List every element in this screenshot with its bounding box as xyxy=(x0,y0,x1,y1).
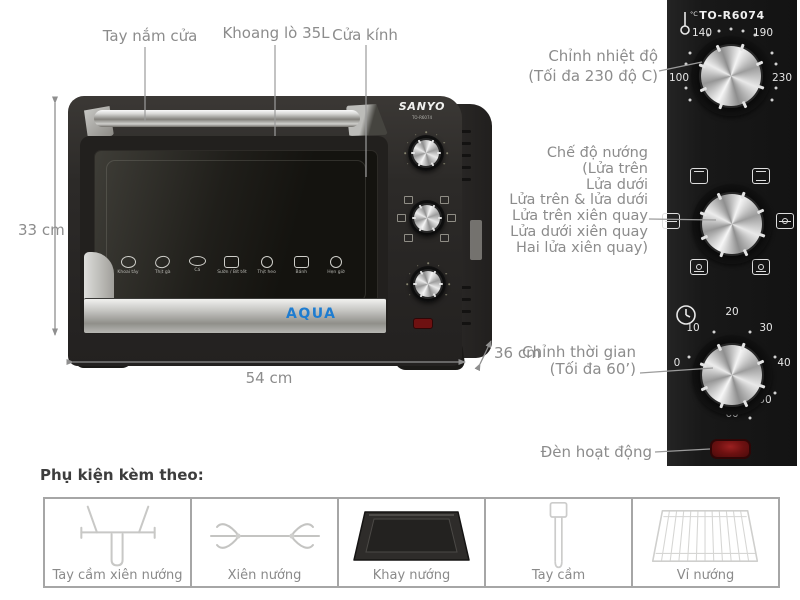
timer-label-0: 0 xyxy=(673,357,681,369)
clock-icon xyxy=(676,305,696,325)
mode-icon-bottom-rotisserie xyxy=(690,259,708,275)
width-dimension-label: 54 cm xyxy=(245,369,293,387)
oven-indicator-light xyxy=(413,318,433,329)
door-menu-item: Hẹn giờ xyxy=(320,256,352,286)
door-menu-item: Cá xyxy=(181,256,213,286)
panel-timer-knob-cap[interactable] xyxy=(699,342,765,408)
door-handle-callout: Tay nắm cửa xyxy=(102,27,198,45)
timer-clock-icon xyxy=(329,256,342,268)
door-trim-bottom: AQUA xyxy=(84,298,386,333)
door-menu-item: Thịt heo xyxy=(251,256,283,286)
oven-temperature-knob-cap[interactable] xyxy=(411,139,441,167)
mode-callout: Chế độ nướng (Lửa trên Lửa dưới Lửa trên… xyxy=(509,145,648,256)
svg-text:°C: °C xyxy=(690,10,698,18)
baking-tray-icon xyxy=(352,510,470,561)
wire-rack-icon xyxy=(651,509,758,562)
accessory-box: Vỉ nướng xyxy=(631,497,780,588)
timer-label-10: 10 xyxy=(686,322,700,334)
panel-mode-knob-cap[interactable] xyxy=(699,191,765,257)
mode-icon-top-heat xyxy=(690,168,708,184)
accessories-title: Phụ kiện kèm theo: xyxy=(40,466,204,484)
fish-icon xyxy=(188,256,206,266)
rotisserie-skewer-icon xyxy=(209,522,320,549)
spec-sticker xyxy=(470,220,482,260)
mode-icon-both-rotisserie xyxy=(776,213,794,229)
indicator-callout: Đèn hoạt động xyxy=(540,443,652,461)
sanyo-logo: SANYO xyxy=(398,100,446,113)
temp-label-190: 190 xyxy=(752,27,774,39)
door-menu-item: Khoai tây xyxy=(112,256,144,286)
oven-door-handle xyxy=(94,110,360,127)
panel-temperature-knob-cap[interactable] xyxy=(698,43,764,109)
mode-icon-bottom-heat xyxy=(752,168,770,184)
height-dimension-label: 33 cm xyxy=(18,221,65,239)
cavity-callout: Khoang lò 35L xyxy=(222,24,330,42)
tray-handle-icon xyxy=(549,501,567,568)
potato-icon xyxy=(120,256,136,268)
oven-timer-knob-cap[interactable] xyxy=(413,270,443,298)
pork-icon xyxy=(260,256,273,268)
panel-indicator-light xyxy=(710,439,751,459)
temp-label-230: 230 xyxy=(771,72,793,84)
timer-label-40: 40 xyxy=(777,357,791,369)
accessory-box: Xiên nướng xyxy=(190,497,339,588)
ribs-icon xyxy=(224,256,240,268)
door-menu-item: Thịt gà xyxy=(147,253,179,286)
temperature-callout: Chỉnh nhiệt độ (Tối đa 230 độ C) xyxy=(528,47,658,85)
oven-model-text: TO-R6074 xyxy=(411,115,433,120)
mode-icon-dual-rotisserie xyxy=(752,259,770,275)
mode-icon-top-rotisserie xyxy=(662,213,680,229)
thermometer-icon: °C xyxy=(680,10,698,35)
accessory-box: Tay cầm xiên nướng xyxy=(43,497,192,588)
temp-label-140: 140 xyxy=(691,27,713,39)
timer-callout: Chỉnh thời gian (Tối đa 60’) xyxy=(522,343,636,378)
oven-door-glass xyxy=(94,150,378,312)
door-trim-left xyxy=(84,252,114,302)
accessory-box: Khay nướng xyxy=(337,497,486,588)
aqua-logo: AQUA xyxy=(286,306,337,322)
door-menu-item: Sườn / Bít tết xyxy=(216,256,248,286)
door-menu-item: Bánh xyxy=(285,256,317,286)
skewer-handle-icon xyxy=(79,505,156,566)
control-panel: TO-R6074 °C 140 190 100 230 0 10 20 30 4 xyxy=(662,0,797,466)
timer-label-20: 20 xyxy=(725,306,739,318)
chicken-icon xyxy=(153,253,172,271)
depth-dimension-label: 36 cm xyxy=(494,344,541,362)
cake-icon xyxy=(293,256,309,268)
oven-mode-knob-cap[interactable] xyxy=(412,204,442,232)
glass-door-callout: Cửa kính xyxy=(332,26,398,44)
temp-label-100: 100 xyxy=(668,72,690,84)
accessories-row: Tay cầm xiên nướng Xiên nướng Khay nướng xyxy=(43,497,780,588)
timer-label-30: 30 xyxy=(759,322,773,334)
accessory-box: Tay cầm xyxy=(484,497,633,588)
panel-model-text: TO-R6074 xyxy=(699,9,765,22)
door-menu-row: Khoai tây Thịt gà Cá Sườn / Bít tết Thịt… xyxy=(112,253,352,286)
